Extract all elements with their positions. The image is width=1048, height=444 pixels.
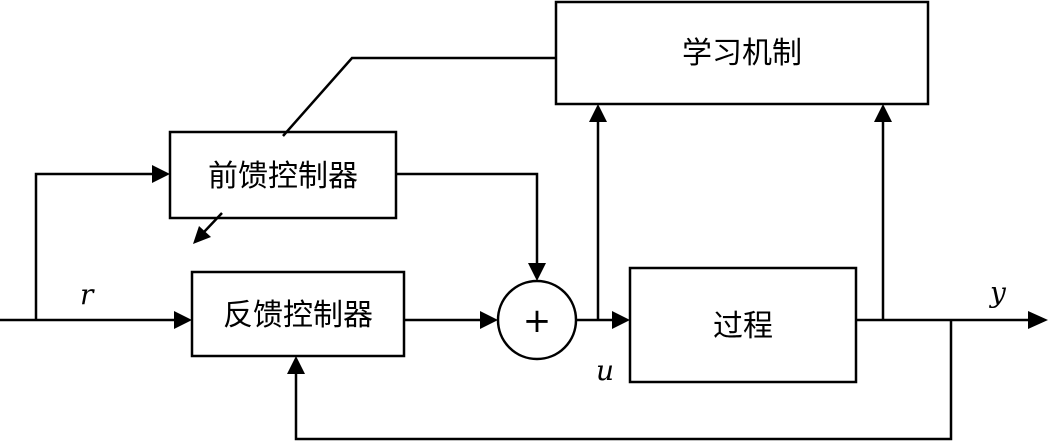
process-label: 过程 (713, 309, 773, 344)
feedforward-to-sum-line (396, 172, 539, 265)
feedforward-controller-label: 前馈控制器 (208, 159, 358, 194)
reference-to-feedforward-arrowhead (152, 165, 170, 183)
feedforward-to-sum-arrowhead (528, 263, 546, 281)
reference-to-feedback-arrowhead (174, 311, 192, 329)
summing-junction: + (496, 279, 578, 361)
output-arrowhead (1028, 311, 1048, 329)
process-block: 过程 (628, 266, 858, 384)
output-signal-label: y (988, 276, 1007, 309)
feedback-controller-block: 反馈控制器 (190, 270, 406, 358)
output-to-learning-arrowhead (874, 104, 892, 122)
control-signal-label: u (596, 354, 614, 387)
learning-to-feedforward-line (282, 56, 556, 137)
feedback-controller-label: 反馈控制器 (223, 298, 373, 333)
control-to-learning-arrowhead (589, 104, 607, 122)
reference-to-feedforward-line (34, 172, 154, 320)
feedback-to-sum-arrowhead (480, 311, 498, 329)
learning-mechanism-label: 学习机制 (682, 36, 802, 71)
feedback-path-line (294, 320, 953, 441)
feedback-path-arrowhead (287, 356, 305, 374)
feedforward-controller-block: 前馈控制器 (168, 130, 398, 220)
reference-signal-label: r (80, 278, 95, 311)
adjustment-arrow-line (203, 212, 223, 233)
control-signal-arrowhead (612, 311, 630, 329)
learning-mechanism-block: 学习机制 (554, 0, 930, 106)
summing-junction-plus: + (523, 301, 552, 341)
adjustment-arrowhead (193, 226, 211, 244)
